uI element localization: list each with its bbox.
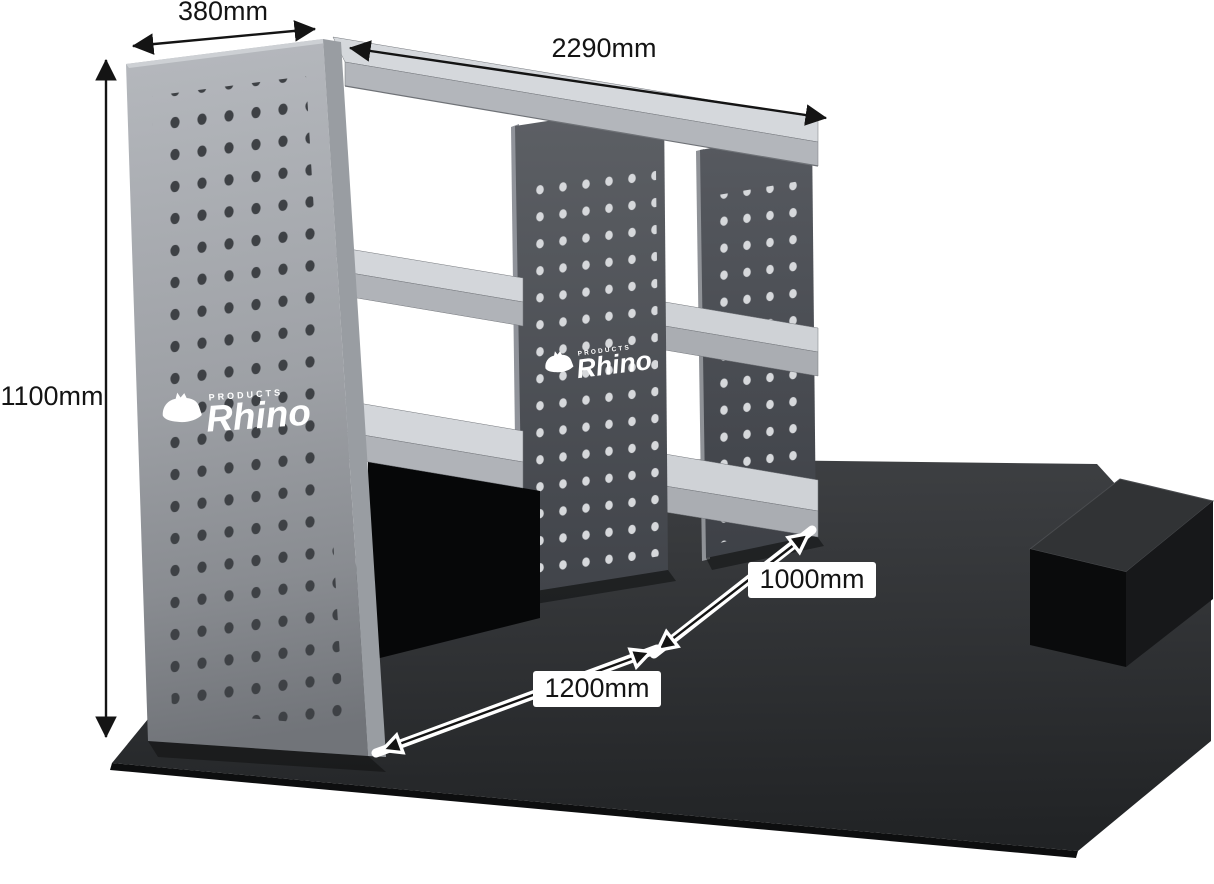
under-shelf-shadow [368,461,540,661]
left-panel-perforations [152,76,344,726]
floor-mat-front-edge [110,763,1078,858]
dimension-arrow-right-bay [654,531,812,653]
dimension-height: 1100mm [0,58,117,739]
dimension-label-height: 1100mm [0,381,103,411]
dimension-label-depth: 380mm [178,0,268,26]
dimension-label-right-bay: 1000mm [759,564,864,594]
middle-partition-panel: PRODUCTS Rhino [511,103,676,605]
right-bay-bottom-shelf [664,453,819,538]
rhino-name-text: Rhino [205,391,312,439]
dimension-arrow-left-bay [378,647,655,755]
dimension-label-length: 2290mm [551,33,656,63]
left-end-panel: PRODUCTS Rhino [126,39,386,772]
middle-partition-perforations [530,168,660,578]
dimension-left-bay: 1200mm [371,644,662,758]
dimension-right-bay: 1000mm [649,525,876,659]
rhino-icon [162,392,202,423]
dimension-annotations: 380mm 2290mm 1100mm 1000mm 1200mm [0,0,876,758]
wheel-arch-front-face [1030,549,1126,667]
left-panel-floor-shadow [148,741,386,772]
wheel-arch-right-face [1126,501,1213,667]
dimension-label-right-bay-box [748,562,876,598]
middle-partition-floor-shadow [523,570,676,605]
dimension-label-left-bay-box [533,671,661,707]
wheel-arch-cover [1028,478,1214,667]
left-panel-right-edge [323,39,386,757]
dimension-label-left-bay: 1200mm [544,673,649,703]
dimension-arrow-length [348,40,828,126]
dimension-arrow-depth [131,20,317,55]
rhino-logo-left: PRODUCTS Rhino [162,387,312,440]
dimension-depth: 380mm [131,0,317,55]
rhino-icon [545,351,574,373]
dimension-length: 2290mm [348,33,828,126]
left-bay-middle-shelf [330,245,524,327]
